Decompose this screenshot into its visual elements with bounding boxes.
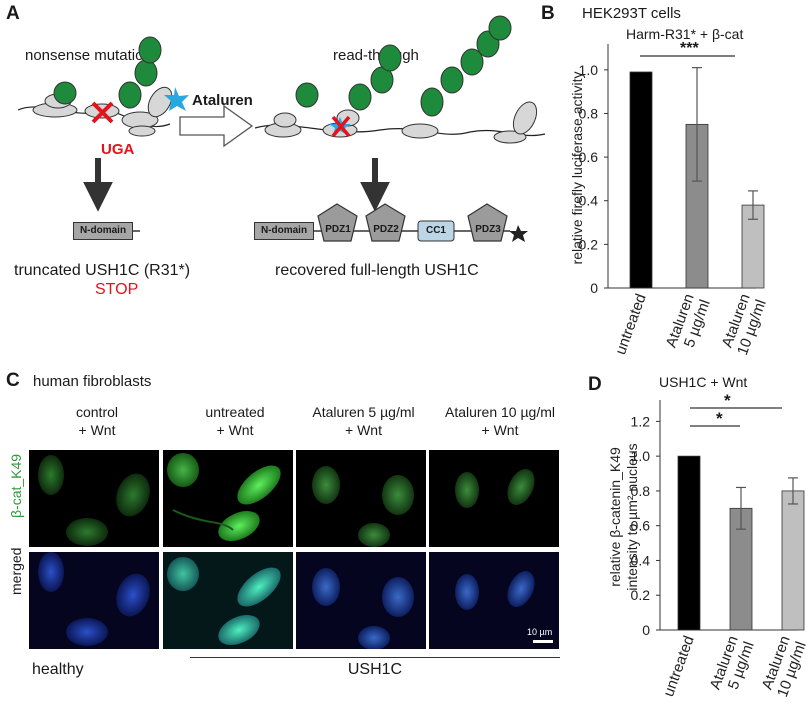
end-star-icon: [509, 225, 528, 242]
micrograph-untreated-bcat: [163, 450, 293, 547]
full-n-domain: N-domain: [254, 222, 314, 240]
panel-b-label: B: [541, 3, 555, 24]
pdz3-label: PDZ3: [475, 224, 501, 235]
uga-stop-codon: UGA: [101, 141, 135, 158]
stop-label: STOP: [95, 281, 139, 298]
ataluren-label: Ataluren: [192, 92, 253, 109]
significance-d-outer: *: [724, 391, 731, 410]
micrograph-ataluren5-bcat: [296, 450, 426, 547]
bar-0: [629, 71, 653, 289]
group-ush1c: USH1C: [347, 661, 403, 678]
col-header-control: control + Wnt: [75, 404, 119, 438]
panel-a-label: A: [6, 3, 20, 24]
panel-c-label: C: [6, 370, 20, 391]
pdz1-domain: [317, 203, 358, 242]
cc1-domain: [417, 220, 455, 242]
peptide-bead-left: [53, 81, 77, 105]
fibroblasts-title: human fibroblasts: [33, 373, 152, 390]
panel-d-label: D: [588, 374, 602, 395]
truncated-caption: truncated USH1C (R31*): [14, 262, 191, 279]
y-tick-label: 0.8: [579, 105, 599, 121]
significance-b: ***: [680, 40, 699, 57]
category-label: Ataluren5 µg/ml: [663, 292, 714, 356]
condition-label-b: Harm-R31* + β-cat: [626, 26, 744, 42]
scale-bar: [533, 640, 553, 643]
col-header-untreated: untreated + Wnt: [205, 404, 265, 438]
row-label-bcat: β-cat_K49: [8, 453, 24, 518]
y-tick-label: 1.0: [579, 62, 599, 78]
down-arrow-icon: [360, 158, 390, 212]
full-length-caption: recovered full-length USH1C: [275, 262, 479, 279]
category-label: Ataluren10 µg/ml: [718, 292, 770, 358]
stop-cross-icon: [91, 101, 114, 124]
significance-d-inner: *: [716, 409, 723, 428]
micrograph-control-bcat: [29, 450, 159, 547]
micrograph-control-merged: [29, 552, 159, 649]
peptide-bead: [138, 36, 162, 64]
group-healthy: healthy: [32, 661, 84, 678]
condition-label-d: USH1C + Wnt: [659, 374, 748, 390]
cell-line-label: HEK293T cells: [582, 5, 681, 22]
category-label: untreated: [612, 292, 650, 357]
y-axis-label: relative firefly luciferase activity: [569, 72, 585, 265]
y-tick-label: 0.2: [579, 236, 599, 252]
pdz3-domain: [467, 203, 508, 242]
pdz2-label: PDZ2: [373, 224, 399, 235]
col-header-ataluren-10: Ataluren 10 µg/ml + Wnt: [444, 404, 555, 438]
process-arrow-icon: [179, 104, 254, 148]
group-divider: [190, 657, 560, 658]
panel-a-diagram: [17, 15, 546, 242]
y-tick-label: 0.4: [579, 193, 599, 209]
pdz2-domain: [365, 203, 406, 242]
peptide-bead: [118, 81, 142, 109]
scale-bar-label: 10 µm: [527, 627, 553, 637]
row-label-merged: merged: [8, 547, 24, 595]
nonsense-mutation-title: nonsense mutation: [25, 47, 152, 64]
micrograph-ataluren10-bcat: [429, 450, 559, 547]
micrograph-ataluren5-merged: [296, 552, 426, 649]
cc1-label: CC1: [425, 225, 446, 236]
col-header-ataluren-5: Ataluren 5 µg/ml + Wnt: [312, 404, 415, 438]
micrograph-untreated-merged: [163, 552, 293, 649]
ataluren-star-icon: [164, 87, 189, 111]
y-tick-label: 0.6: [579, 149, 599, 165]
down-arrow-icon: [83, 158, 113, 212]
micrograph-ataluren10-merged: [429, 552, 559, 649]
readthrough-cross-icon: [331, 115, 351, 138]
y-tick-label: 0: [590, 280, 598, 296]
truncated-n-domain: N-domain: [73, 222, 133, 240]
pdz1-label: PDZ1: [325, 224, 351, 235]
